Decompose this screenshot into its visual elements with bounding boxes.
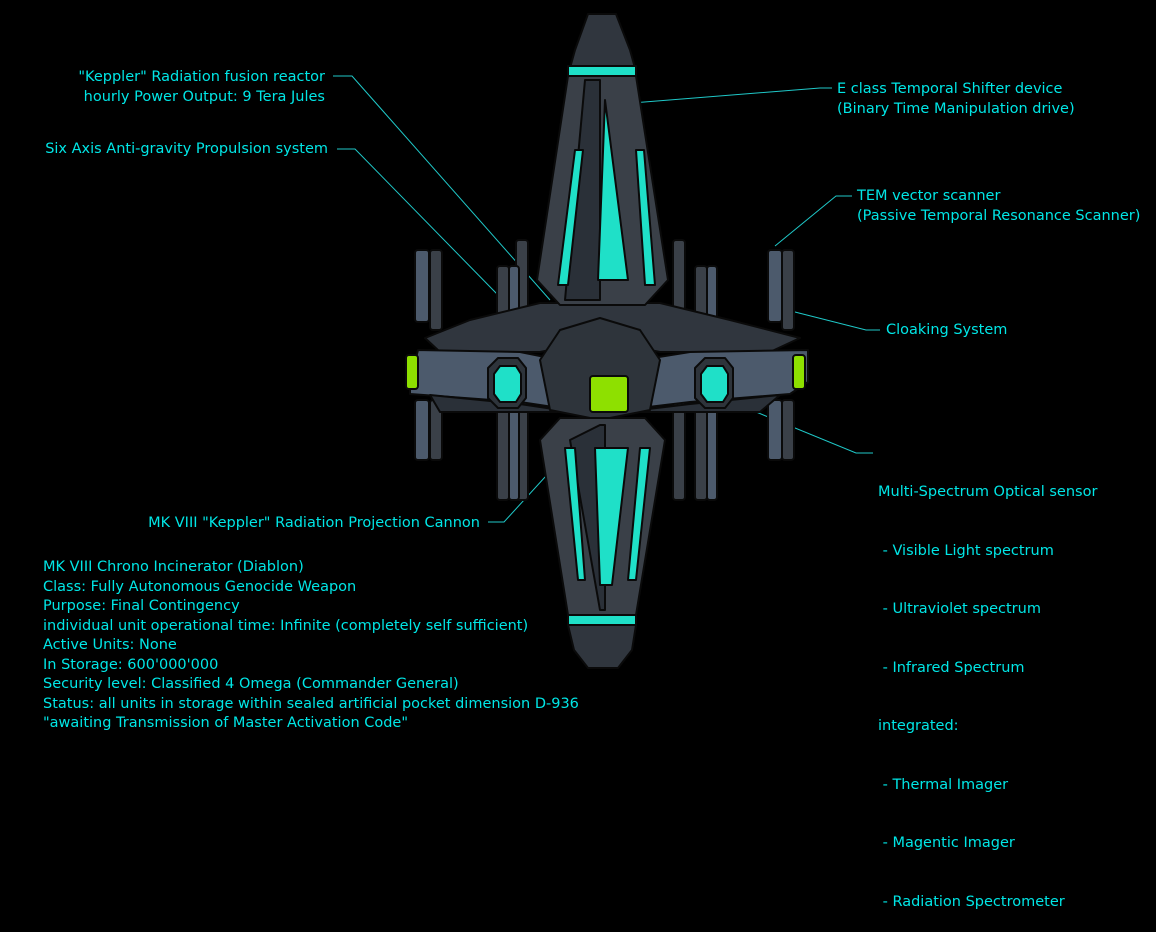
- spec-in-storage: In Storage: 600'000'000: [43, 656, 219, 673]
- optical-line-4: - Infrared Spectrum: [878, 659, 1025, 676]
- right-optical-sensor: [694, 357, 734, 409]
- label-propulsion: Six Axis Anti-gravity Propulsion system: [45, 140, 328, 160]
- optical-line-6: - Thermal Imager: [878, 776, 1009, 793]
- label-optical-sensor: Multi-Spectrum Optical sensor - Visible …: [878, 444, 1097, 932]
- spec-name: MK VIII Chrono Incinerator (Diablon): [43, 559, 304, 575]
- spec-security-level: Security level: Classified 4 Omega (Comm…: [43, 676, 459, 692]
- optical-line-1: Multi-Spectrum Optical sensor: [878, 484, 1098, 500]
- spec-active-units: Active Units: None: [43, 637, 177, 653]
- label-temporal-shifter: E class Temporal Shifter device (Binary …: [837, 80, 1075, 119]
- label-propulsion-line-1: Six Axis Anti-gravity Propulsion system: [45, 141, 328, 157]
- spec-sheet: MK VIII Chrono Incinerator (Diablon) Cla…: [43, 558, 579, 734]
- spec-operational-time: individual unit operational time: Infini…: [43, 617, 529, 634]
- spec-class: Class: Fully Autonomous Genocide Weapon: [43, 578, 357, 595]
- leader-temporal-shifter: [605, 87, 832, 106]
- ship-diagram: [333, 13, 880, 669]
- label-temporal-shifter-line-2: (Binary Time Manipulation drive): [837, 100, 1075, 117]
- label-tem-scanner-line-1: TEM vector scanner: [857, 188, 1001, 204]
- optical-line-2: - Visible Light spectrum: [878, 542, 1054, 559]
- label-cloaking: Cloaking System: [886, 321, 1007, 341]
- label-temporal-shifter-line-1: E class Temporal Shifter device: [837, 81, 1063, 97]
- spec-status: Status: all units in storage within seal…: [43, 695, 579, 712]
- optical-line-7: - Magentic Imager: [878, 835, 1015, 851]
- leader-lines: [333, 75, 880, 523]
- label-reactor: "Keppler" Radiation fusion reactor hourl…: [78, 68, 325, 107]
- right-green-light: [792, 354, 806, 390]
- cannon-emitter: [589, 375, 629, 413]
- label-cannon: MK VIII "Keppler" Radiation Projection C…: [148, 514, 480, 534]
- label-cloaking-line-1: Cloaking System: [886, 322, 1008, 338]
- label-tem-scanner: TEM vector scanner (Passive Temporal Res…: [857, 187, 1140, 226]
- leader-optical-sensor: [721, 397, 873, 454]
- lower-spire: [539, 417, 666, 669]
- spec-activation-note: "awaiting Transmission of Master Activat…: [43, 715, 409, 731]
- leader-tem-scanner: [774, 195, 852, 247]
- ship: [405, 13, 809, 669]
- optical-line-5: integrated:: [878, 718, 959, 734]
- leader-reactor: [333, 75, 551, 301]
- leader-propulsion: [337, 148, 544, 342]
- optical-line-8: - Radiation Spectrometer: [878, 893, 1065, 910]
- label-cannon-line-1: MK VIII "Keppler" Radiation Projection C…: [148, 515, 480, 531]
- label-reactor-line-2: hourly Power Output: 9 Tera Jules: [83, 88, 325, 105]
- optical-line-3: - Ultraviolet spectrum: [878, 601, 1041, 617]
- label-tem-scanner-line-2: (Passive Temporal Resonance Scanner): [857, 207, 1141, 224]
- upper-spire: [536, 13, 669, 306]
- left-green-light: [405, 354, 419, 390]
- central-hub: [539, 317, 661, 421]
- left-thruster-pod: [414, 249, 520, 501]
- left-optical-sensor: [487, 357, 527, 409]
- label-reactor-line-1: "Keppler" Radiation fusion reactor: [78, 69, 325, 85]
- spec-purpose: Purpose: Final Contingency: [43, 598, 240, 614]
- leader-cloaking: [790, 310, 880, 331]
